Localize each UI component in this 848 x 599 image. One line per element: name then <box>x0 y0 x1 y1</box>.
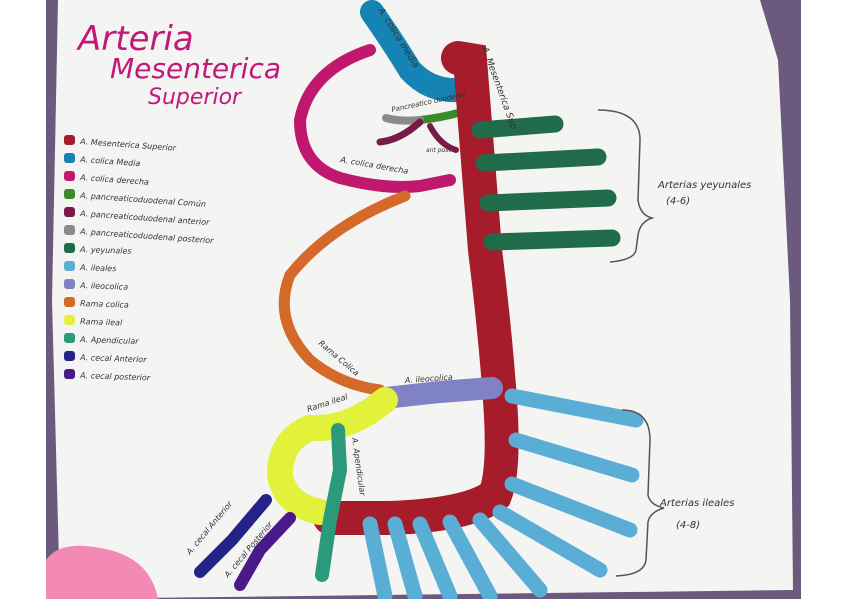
legend-swatch <box>64 333 75 343</box>
yeyunal-branch-2 <box>484 157 598 163</box>
legend-swatch <box>64 243 75 253</box>
legend-label: Rama colica <box>80 299 129 310</box>
pancreaticoduodenal-posterior-vessel <box>386 118 420 121</box>
legend-swatch <box>64 369 75 379</box>
label-ant-post: ant post <box>426 147 451 154</box>
legend-swatch <box>64 171 75 181</box>
legend-label: A. yeyunales <box>79 245 132 256</box>
legend-swatch <box>64 351 75 361</box>
ileales-title: Arterias ileales <box>659 498 734 509</box>
yeyunal-branch-4 <box>492 238 612 242</box>
yeyunales-title: Arterias yeyunales <box>657 180 751 191</box>
legend-label: A. ileales <box>79 263 117 273</box>
yeyunales-count: (4-6) <box>666 196 690 207</box>
ileales-count: (4-8) <box>676 520 700 531</box>
yeyunal-branch-3 <box>488 198 608 203</box>
title-line-2: Mesenterica <box>110 52 281 85</box>
legend-swatch <box>64 261 75 271</box>
legend-swatch <box>64 315 75 325</box>
legend-swatch <box>64 135 75 145</box>
legend-swatch <box>64 207 75 217</box>
legend-swatch <box>64 189 75 199</box>
title-line-3: Superior <box>148 85 243 110</box>
legend-swatch <box>64 225 75 235</box>
legend-label: Rama ileal <box>80 317 123 327</box>
legend-swatch <box>64 153 75 163</box>
ileocolica-vessel <box>385 388 492 398</box>
legend-swatch <box>64 297 75 307</box>
legend-label: A. ileocolica <box>79 281 128 292</box>
legend-swatch <box>64 279 75 289</box>
